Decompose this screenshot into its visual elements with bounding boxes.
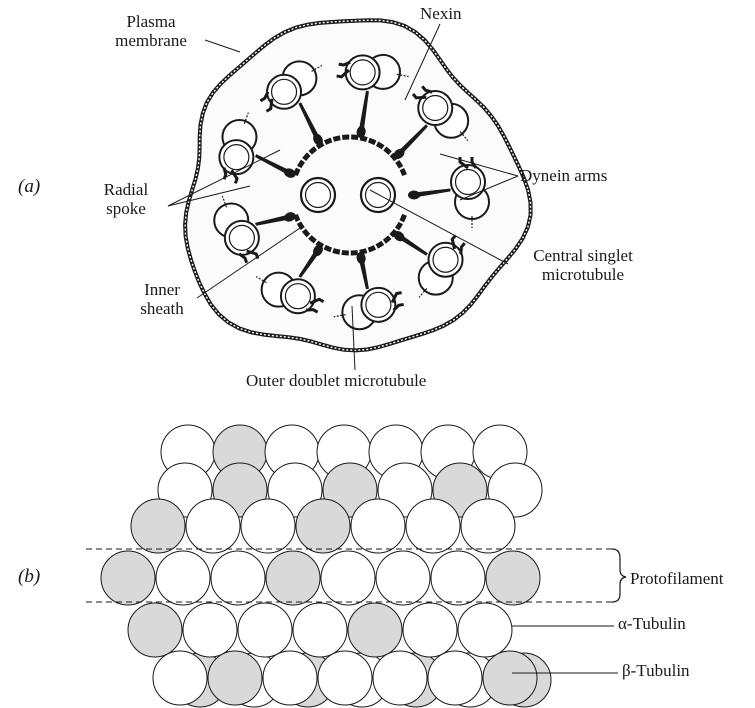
central-singlet-lumen (366, 183, 391, 208)
protofilament-subunit (156, 551, 210, 605)
tubulin-subunit (293, 603, 347, 657)
tubulin-subunit (483, 651, 537, 705)
doublet-a-lumen (366, 292, 391, 317)
doublet-a-lumen (285, 284, 310, 309)
tubulin-subunit (183, 603, 237, 657)
panel-b-tag: (b) (18, 566, 40, 588)
protofilament-subunit (486, 551, 540, 605)
nexin-label: Nexin (420, 4, 462, 23)
radial-spoke-label: Radial spoke (86, 180, 166, 218)
central-singlet-label: Central singlet microtubule (508, 246, 658, 284)
protofilament-subunit (266, 551, 320, 605)
doublet-a-lumen (229, 225, 254, 250)
tubulin-subunit (428, 651, 482, 705)
tubulin-subunit (403, 603, 457, 657)
protofilament-brace (612, 549, 626, 602)
doublet-a-lumen (272, 79, 297, 104)
protofilament-subunit (321, 551, 375, 605)
tubulin-subunit (208, 651, 262, 705)
protofilament-subunit (376, 551, 430, 605)
dynein-arms-label: Dynein arms (520, 166, 607, 185)
central-singlet-lumen (306, 183, 331, 208)
leader-line (205, 40, 240, 52)
tubulin-subunit (458, 603, 512, 657)
tubulin-subunit (153, 651, 207, 705)
tubulin-subunit (241, 499, 295, 553)
beta-tubulin-label: β-Tubulin (622, 661, 690, 680)
protofilament-subunit (211, 551, 265, 605)
tubulin-subunit (238, 603, 292, 657)
tubulin-subunit (406, 499, 460, 553)
doublet-a-lumen (423, 96, 448, 121)
inner-sheath-label: Inner sheath (128, 280, 196, 318)
doublet-a-lumen (224, 145, 249, 170)
tubulin-subunit (461, 499, 515, 553)
microtubule-lattice (86, 425, 626, 707)
tubulin-subunit (296, 499, 350, 553)
tubulin-subunit (263, 651, 317, 705)
tubulin-subunit (348, 603, 402, 657)
doublet-a-lumen (433, 247, 458, 272)
outer-doublet-label: Outer doublet microtubule (246, 371, 426, 390)
axoneme-cross-section (185, 20, 530, 350)
alpha-tubulin-label: α-Tubulin (618, 614, 686, 633)
plasma-membrane-label: Plasma membrane (96, 12, 206, 50)
tubulin-subunit (373, 651, 427, 705)
tubulin-subunit (351, 499, 405, 553)
protofilament-label: Protofilament (630, 569, 723, 588)
protofilament-subunit (101, 551, 155, 605)
tubulin-subunit (131, 499, 185, 553)
tubulin-subunit (186, 499, 240, 553)
protofilament-subunit (431, 551, 485, 605)
panel-a-tag: (a) (18, 176, 40, 198)
doublet-a-lumen (350, 60, 375, 85)
doublet-a-lumen (456, 170, 481, 195)
tubulin-subunit (318, 651, 372, 705)
tubulin-subunit (128, 603, 182, 657)
spoke-head (408, 191, 420, 200)
